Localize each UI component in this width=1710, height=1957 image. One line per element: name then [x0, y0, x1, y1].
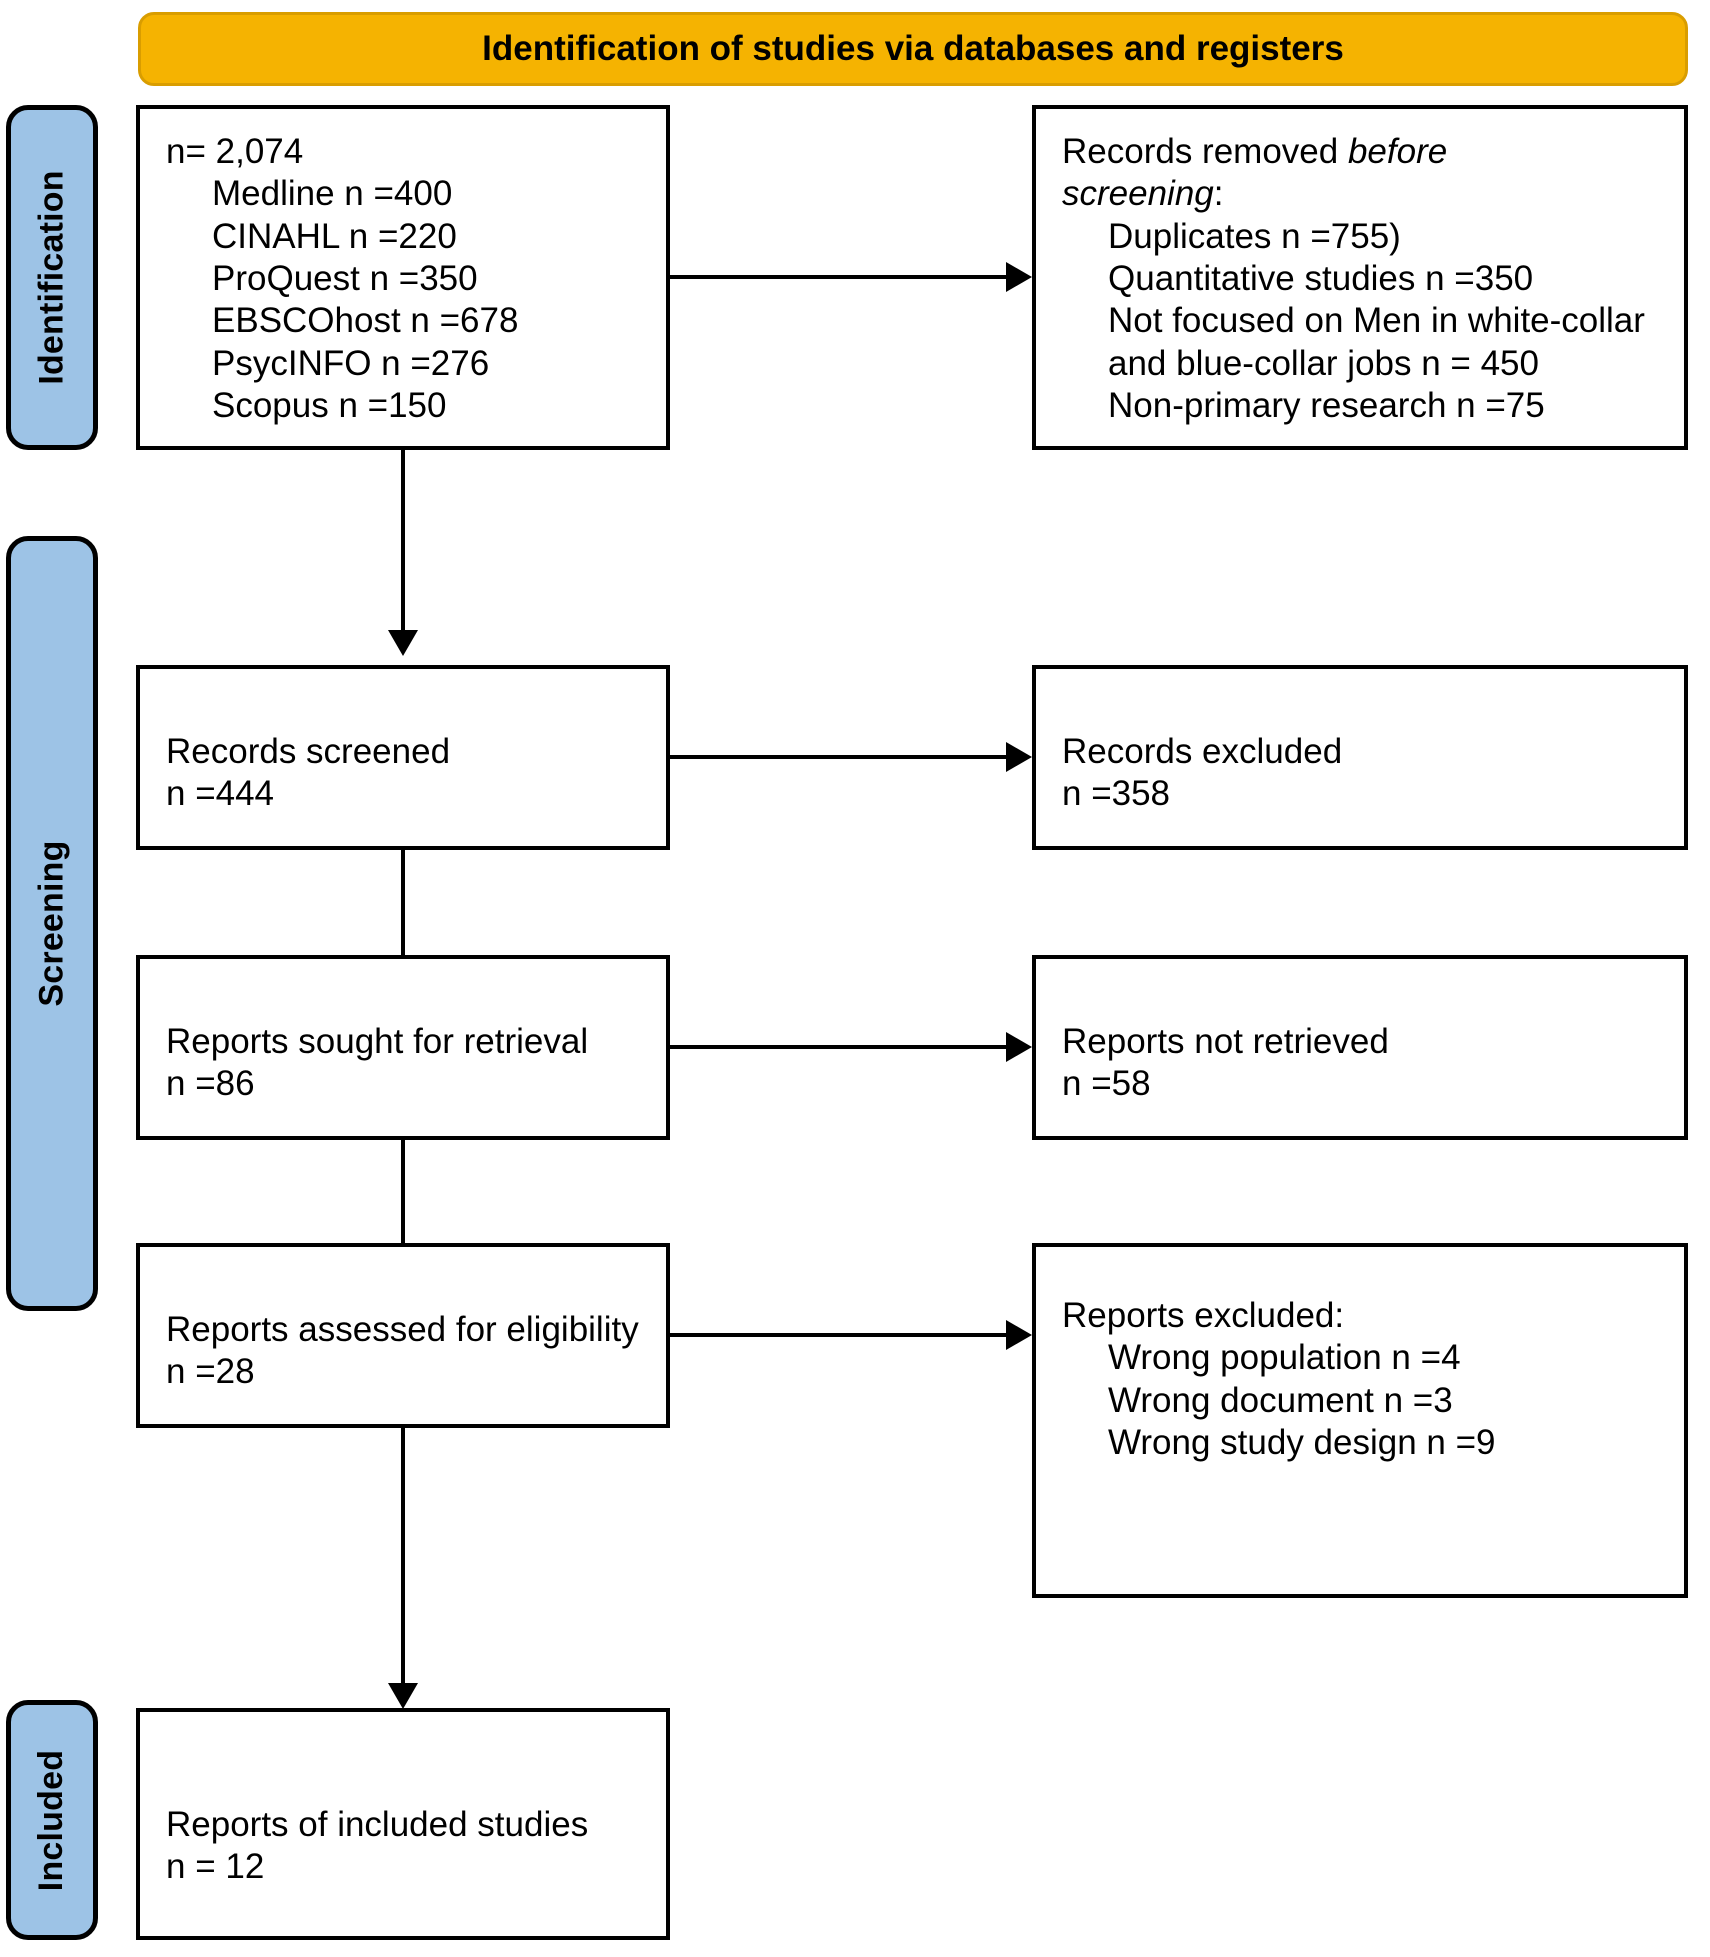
box-line: n =358 [1062, 774, 1171, 814]
box-line: Reports assessed for eligibility [166, 1310, 639, 1349]
connector-sought-to-assessed [401, 1140, 405, 1245]
box-line: Records screened [166, 732, 451, 771]
box-heading-text: Records removed [1062, 132, 1348, 171]
stage-label-included-text: Included [32, 1749, 71, 1891]
box-line: Not focused on Men in white-collar and b… [1108, 301, 1655, 383]
box-records-removed: Records removed before screening: Duplic… [1032, 105, 1688, 450]
box-heading-colon: : [1213, 174, 1224, 214]
box-reports-included: Reports of included studies n = 12 [136, 1708, 670, 1940]
box-line: Wrong study design n =9 [1108, 1423, 1496, 1463]
box-line: EBSCOhost n =678 [212, 301, 519, 341]
box-line: Wrong document n =3 [1108, 1380, 1453, 1420]
stage-label-screening: Screening [6, 536, 98, 1311]
box-line: Medline n =400 [212, 174, 453, 214]
connector-assessed-to-included [401, 1428, 405, 1683]
box-heading: Records removed before [1062, 131, 1664, 173]
box-line: n = 12 [166, 1847, 265, 1887]
stage-label-screening-text: Screening [32, 840, 71, 1007]
box-reports-excluded: Reports excluded: Wrong population n =4 … [1032, 1243, 1688, 1598]
box-heading-second-line: screening: [1062, 173, 1664, 215]
arrow-identified-to-removed [1006, 262, 1032, 292]
stage-label-included: Included [6, 1700, 98, 1940]
box-line: Duplicates n =755) [1108, 216, 1401, 256]
box-line: Records excluded [1062, 732, 1343, 771]
arrow-assessed-to-included [388, 1683, 418, 1709]
box-heading-emphasis: before [1347, 132, 1448, 171]
box-reports-not-retrieved: Reports not retrieved n =58 [1032, 955, 1688, 1140]
stage-label-identification-text: Identification [32, 170, 71, 385]
connector-sought-to-not-retrieved [670, 1045, 1006, 1049]
box-line: Reports sought for retrieval [166, 1022, 589, 1061]
arrow-identified-to-screened [388, 630, 418, 656]
connector-assessed-to-excluded [670, 1333, 1006, 1337]
box-line: Non-primary research n =75 [1108, 386, 1545, 426]
box-line: n =444 [166, 774, 275, 814]
arrow-assessed-to-excluded [1006, 1320, 1032, 1350]
box-line: n= 2,074 [166, 132, 304, 171]
connector-identified-to-screened [401, 450, 405, 630]
box-records-screened: Records screened n =444 [136, 665, 670, 850]
arrow-sought-to-not-retrieved [1006, 1032, 1032, 1062]
banner-title: Identification of studies via databases … [482, 29, 1344, 68]
box-line: CINAHL n =220 [212, 216, 457, 256]
box-reports-sought: Reports sought for retrieval n =86 [136, 955, 670, 1140]
box-line: Scopus n =150 [212, 386, 447, 426]
box-records-excluded: Records excluded n =358 [1032, 665, 1688, 850]
box-line: n =28 [166, 1352, 255, 1392]
box-line: Reports excluded: [1062, 1296, 1345, 1335]
stage-label-identification: Identification [6, 105, 98, 450]
box-line: Reports not retrieved [1062, 1022, 1389, 1061]
connector-identified-to-removed [670, 275, 1006, 279]
box-line: n =86 [166, 1064, 255, 1104]
box-line: Wrong population n =4 [1108, 1338, 1461, 1378]
box-heading-emphasis-2: screening [1062, 174, 1214, 214]
box-records-identified: n= 2,074 Medline n =400 CINAHL n =220 Pr… [136, 105, 670, 450]
box-reports-assessed: Reports assessed for eligibility n =28 [136, 1243, 670, 1428]
box-line: ProQuest n =350 [212, 259, 478, 299]
box-line: n =58 [1062, 1064, 1151, 1104]
connector-screened-to-excluded [670, 755, 1006, 759]
connector-screened-to-sought [401, 850, 405, 955]
box-line: PsycINFO n =276 [212, 343, 490, 383]
box-line: Reports of included studies [166, 1805, 589, 1844]
box-line: Quantitative studies n =350 [1108, 259, 1534, 299]
header-banner: Identification of studies via databases … [138, 12, 1688, 86]
arrow-screened-to-excluded [1006, 742, 1032, 772]
